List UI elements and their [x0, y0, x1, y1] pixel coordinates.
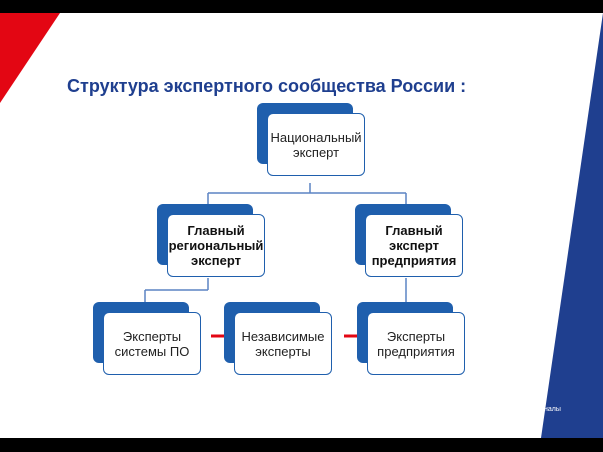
node-national-expert-label: Национальный эксперт — [267, 113, 365, 176]
node-enterprise-chief-expert-label: Главный эксперт предприятия — [365, 214, 463, 277]
top-black-bar — [0, 0, 603, 13]
logo-line-1: молодые — [508, 398, 538, 405]
page-title: Структура экспертного сообщества России … — [67, 76, 467, 96]
worldskills-logo: молодые профессионалы — [508, 398, 561, 414]
node-regional-chief-expert-label: Главный региональный эксперт — [167, 214, 265, 277]
logo-line-2: профессионалы — [508, 406, 561, 413]
bottom-black-bar — [0, 438, 603, 452]
connector-national-to-level2 — [207, 183, 407, 204]
node-independent-experts-label: Независимые эксперты — [234, 312, 332, 375]
node-po-experts-label: Эксперты системы ПО — [103, 312, 201, 375]
connector-regional-to-po — [144, 278, 209, 302]
node-enterprise-experts-label: Эксперты предприятия — [367, 312, 465, 375]
